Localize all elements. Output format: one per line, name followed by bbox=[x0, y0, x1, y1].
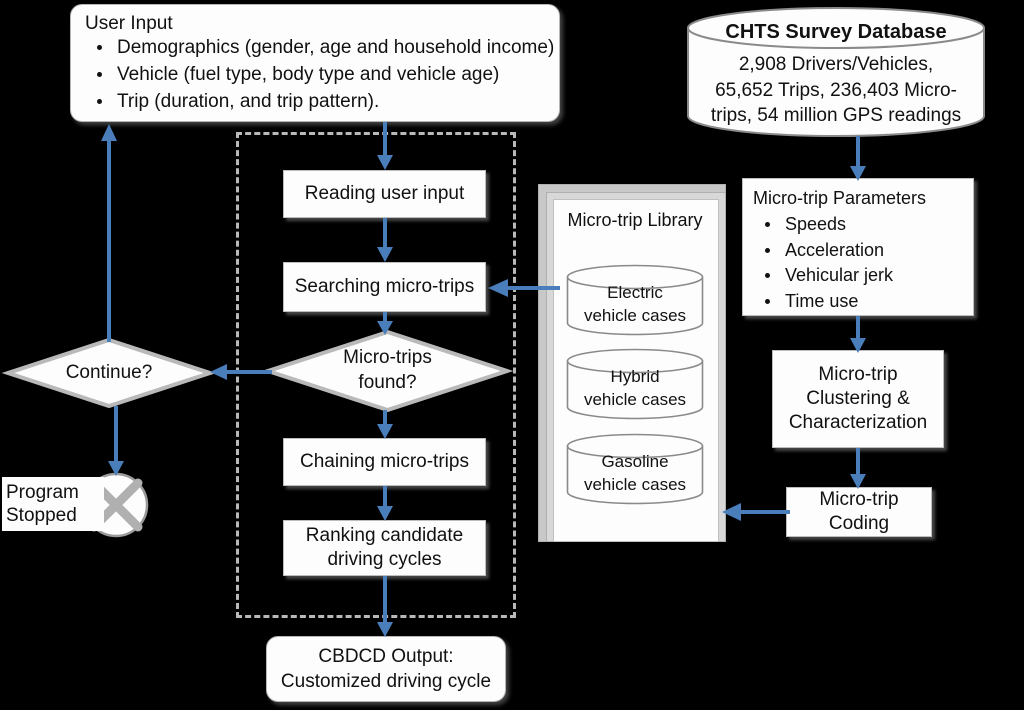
micro-trip-clustering-box: Micro-trip Clustering & Characterization bbox=[772, 350, 944, 448]
user-input-box: User Input Demographics (gender, age and… bbox=[70, 4, 560, 122]
program-stopped-label: Program Stopped bbox=[2, 477, 104, 531]
user-input-bullet-demographics: Demographics (gender, age and household … bbox=[85, 35, 554, 62]
reading-user-input-box: Reading user input bbox=[283, 170, 486, 218]
program-stopped-line-2: Stopped bbox=[6, 505, 77, 526]
arrow-ranking-to-cbdcd-output bbox=[377, 576, 393, 637]
arrow-continue-to-user-input bbox=[101, 124, 117, 342]
micro-trip-parameter-vehicular-jerk: Vehicular jerk bbox=[753, 263, 893, 289]
program-stopped-line-1: Program bbox=[6, 481, 79, 503]
clustering-line-3: Characterization bbox=[788, 412, 928, 434]
cbdcd-output-box: CBDCD Output: Customized driving cycle bbox=[266, 636, 506, 702]
gasoline-vehicle-cases-cylinder: Gasoline vehicle cases bbox=[566, 433, 704, 505]
arrow-searching-to-decision bbox=[377, 312, 393, 335]
clustering-line-1: Micro-trip bbox=[818, 363, 898, 385]
coding-line-1: Micro-trip bbox=[819, 488, 899, 510]
chaining-micro-trips-label: Chaining micro-trips bbox=[300, 450, 469, 472]
chaining-micro-trips-box: Chaining micro-trips bbox=[283, 438, 486, 486]
coding-line-2: Coding bbox=[828, 513, 890, 534]
clustering-line-2: Clustering & bbox=[806, 387, 910, 409]
arrow-coding-to-library bbox=[722, 503, 790, 521]
micro-trip-parameters-heading: Micro-trip Parameters bbox=[753, 188, 927, 208]
cbdcd-output-line-1: CBDCD Output: bbox=[318, 645, 454, 667]
arrow-decision-to-chaining bbox=[377, 410, 393, 439]
micro-trip-parameters-box: Micro-trip Parameters Speeds Acceleratio… bbox=[742, 178, 974, 316]
chts-survey-database-cylinder: CHTS Survey Database 2,908 Drivers/Vehic… bbox=[686, 6, 986, 138]
micro-trip-parameter-time-use: Time use bbox=[753, 289, 893, 315]
micro-trip-parameters-bullets: Speeds Acceleration Vehicular jerk Time … bbox=[753, 212, 893, 314]
arrow-chts-to-parameters bbox=[850, 136, 866, 181]
user-input-heading: User Input bbox=[85, 13, 173, 34]
continue-decision: Continue? bbox=[1, 337, 217, 409]
reading-user-input-label: Reading user input bbox=[304, 182, 465, 204]
arrow-clustering-to-coding bbox=[850, 448, 866, 489]
ranking-candidate-box: Ranking candidate driving cycles bbox=[283, 520, 486, 576]
micro-trip-coding-box: Micro-trip Coding bbox=[786, 487, 932, 537]
user-input-bullet-trip: Trip (duration, and trip pattern). bbox=[85, 89, 549, 116]
hybrid-vehicle-cases-cylinder: Hybrid vehicle cases bbox=[566, 348, 704, 420]
ranking-candidate-line-1: Ranking candidate bbox=[305, 524, 464, 546]
cbdcd-output-line-2: Customized driving cycle bbox=[280, 671, 492, 692]
ranking-candidate-line-2: driving cycles bbox=[327, 549, 442, 570]
searching-micro-trips-box: Searching micro-trips bbox=[283, 262, 486, 312]
micro-trips-found-decision: Micro-trips found? bbox=[261, 329, 514, 413]
micro-trip-parameter-acceleration: Acceleration bbox=[753, 238, 893, 264]
electric-vehicle-cases-cylinder: Electric vehicle cases bbox=[566, 264, 704, 336]
arrow-library-to-searching bbox=[488, 279, 560, 297]
arrow-reading-to-searching bbox=[377, 218, 393, 262]
arrow-chaining-to-ranking bbox=[377, 486, 393, 521]
arrow-user-input-to-reading bbox=[377, 122, 393, 170]
cbdcd-process-group-boundary bbox=[236, 132, 516, 618]
arrow-continue-to-program-stopped bbox=[108, 406, 124, 476]
micro-trip-library-title: Micro-trip Library bbox=[567, 210, 703, 230]
user-input-bullets: Demographics (gender, age and household … bbox=[85, 35, 554, 116]
arrow-parameters-to-clustering bbox=[850, 316, 866, 353]
micro-trip-parameter-speeds: Speeds bbox=[753, 212, 893, 238]
arrow-decision-to-continue bbox=[210, 364, 272, 380]
user-input-bullet-vehicle: Vehicle (fuel type, body type and vehicl… bbox=[85, 62, 549, 89]
searching-micro-trips-label: Searching micro-trips bbox=[294, 275, 475, 297]
